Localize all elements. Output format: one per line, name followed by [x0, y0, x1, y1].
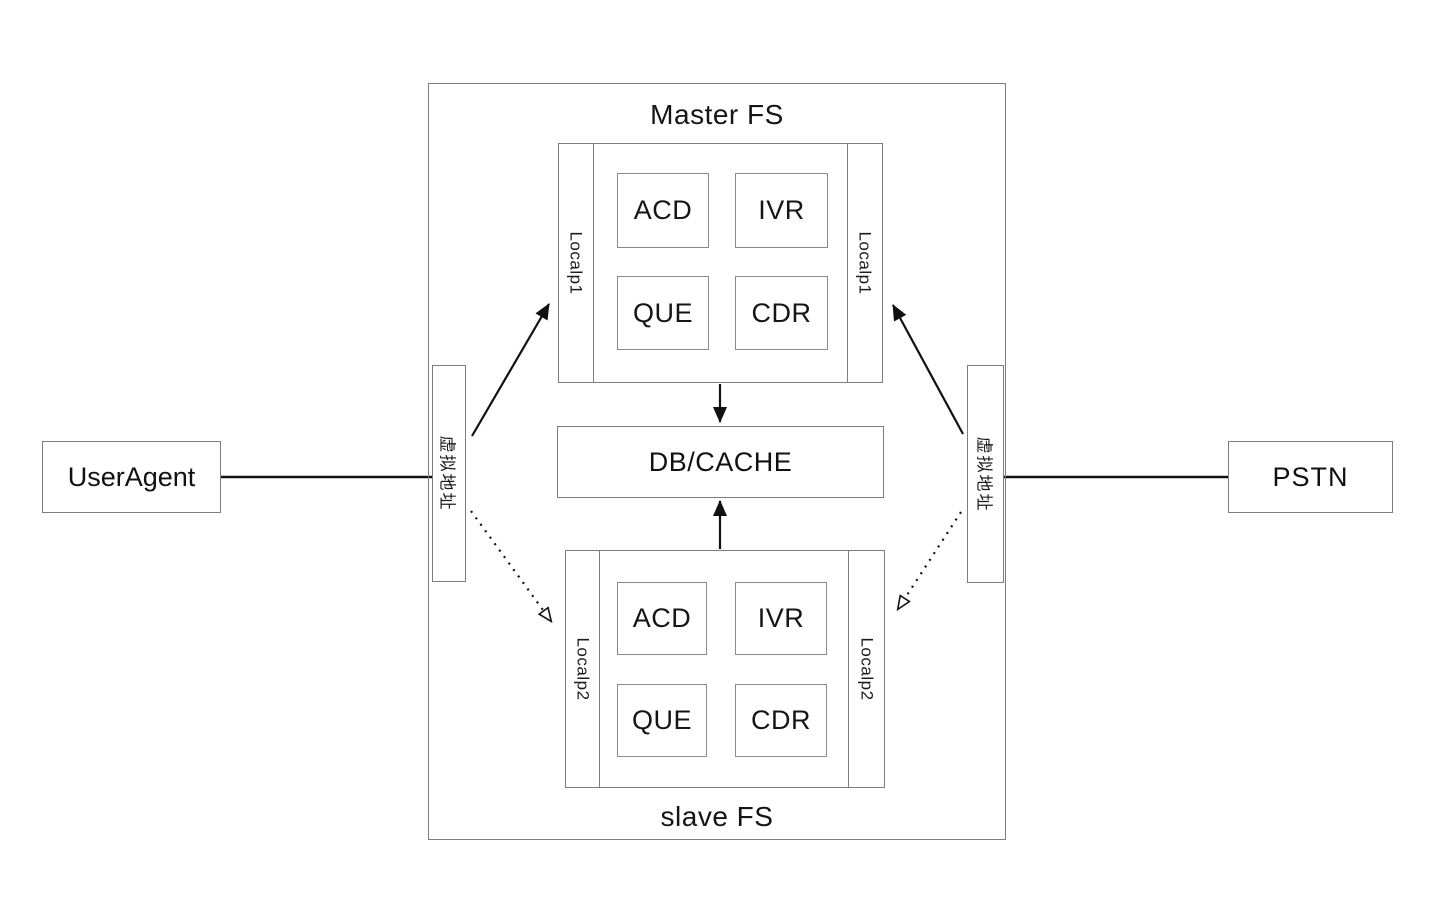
useragent-box: UserAgent [42, 441, 221, 513]
virtual-address-left-label: 虚拟地址 [437, 435, 457, 512]
slave-ivr-box: IVR [735, 582, 827, 655]
slave-que-box: QUE [617, 684, 707, 757]
virtual-address-right-label: 虚拟地址 [974, 436, 993, 512]
virtual-address-box-right: 虚拟地址 [967, 365, 1004, 583]
master-localip-strip-right: Localp1 [847, 144, 882, 382]
virtual-right-to-master-arrow [892, 304, 964, 435]
master-fs-label: Master FS [650, 99, 784, 130]
master-que-box: QUE [617, 276, 709, 350]
master-ivr-box: IVR [735, 173, 828, 248]
slave-cdr-box: CDR [735, 684, 827, 757]
slave-localip-strip-left: Localp2 [566, 551, 600, 787]
virtual-left-to-slave-dashed-arrow [470, 510, 553, 624]
db-cache-box: DB/CACHE [557, 426, 884, 498]
slave-localip-strip-right: Localp2 [848, 551, 884, 787]
master-cluster-box: Localp1 Localp1 ACD IVR QUE CDR [558, 143, 883, 383]
master-cdr-box: CDR [735, 276, 828, 350]
slave-localip-right-label: Localp2 [857, 637, 877, 701]
virtual-right-to-slave-dashed-arrow [896, 511, 962, 612]
slave-fs-label: slave FS [660, 801, 774, 832]
slave-cluster-box: Localp2 Localp2 ACD IVR QUE CDR [565, 550, 885, 788]
virtual-left-to-master-arrow [471, 303, 550, 437]
master-localip-strip-left: Localp1 [559, 144, 594, 382]
master-localip-left-label: Localp1 [567, 231, 586, 295]
slave-acd-box: ACD [617, 582, 707, 655]
slave-localip-left-label: Localp2 [573, 637, 593, 701]
master-acd-box: ACD [617, 173, 709, 248]
master-localip-right-label: Localp1 [856, 231, 875, 295]
fs-enclosure-box [428, 83, 1006, 840]
virtual-address-box-left: 虚拟地址 [432, 365, 466, 582]
pstn-box: PSTN [1228, 441, 1393, 513]
